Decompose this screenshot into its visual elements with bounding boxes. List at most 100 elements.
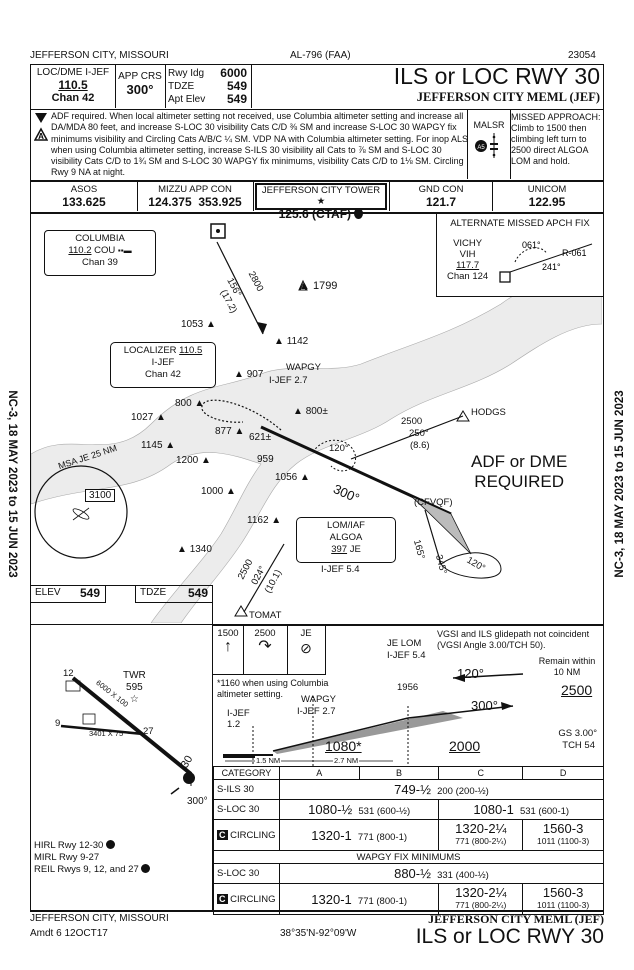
- localizer-feather: [410, 495, 472, 555]
- vgsi-note: VGSI and ILS glidepath not coincident (V…: [437, 629, 590, 650]
- obstacle-1027: 1027 ▲: [131, 412, 166, 423]
- app-crs-box: APP CRS 300°: [115, 65, 166, 108]
- comm-tower: JEFFERSON CITY TOWER ★ 125.6 (CTAF): [255, 183, 387, 221]
- cat-a-header: A: [278, 766, 360, 780]
- obstacle-1340: ▲ 1340: [177, 544, 212, 555]
- profile-alt-2500: 2500: [561, 682, 593, 698]
- loc-label: LOC/DME I-JEF: [36, 67, 110, 78]
- circ2-label: C CIRCLING: [213, 883, 280, 915]
- alt-missed-box: ALTERNATE MISSED APCH FIX VICHY VIH 117.…: [436, 214, 603, 297]
- profile-alt-2000: 2000: [449, 738, 481, 754]
- hodgs-fix: [456, 410, 470, 422]
- loc-box: LOC/DME I-JEF 110.5 Chan 42: [31, 65, 116, 108]
- profile-je: JE: [300, 628, 312, 639]
- comm-asos-freq: 133.625: [62, 195, 106, 209]
- rwy-heading: 300°: [187, 796, 208, 807]
- alternate-minimums-icon: [34, 127, 48, 141]
- profile-box-1500: 1500 ↑: [213, 626, 244, 675]
- notes-strip: A ADF required. When local altimeter set…: [30, 109, 604, 181]
- notes-text: ADF required. When local altimeter setti…: [51, 111, 468, 178]
- profile-crs-120: 120°: [457, 666, 484, 681]
- sloc-ab: 1080-½ 531 (600-½): [278, 799, 440, 820]
- comm-asos-label: ASOS: [70, 184, 98, 195]
- lom-freq: 397: [331, 544, 348, 555]
- runway-diagram: [60, 676, 195, 795]
- lom-ident: JE: [349, 544, 361, 555]
- header-city: JEFFERSON CITY, MISSOURI: [30, 50, 169, 61]
- alt-missed-r3: R-061: [562, 248, 587, 258]
- lighting-hirl: HIRL Rwy 12-30: [34, 840, 104, 851]
- missed-approach-text: Climb to 1500 then climbing left turn to…: [511, 123, 589, 166]
- lighting-mirl: MIRL Rwy 9-27: [34, 852, 100, 863]
- cat-c-header: C: [438, 766, 524, 780]
- profile-wapgy: WAPGY: [301, 694, 337, 705]
- columbia-box: COLUMBIA 110.2 COU ▪▪▬ Chan 39: [44, 230, 156, 276]
- alt-missed-freq: 117.7: [456, 260, 480, 271]
- airport-name: JEFFERSON CITY MEML (JEF): [416, 90, 600, 104]
- localizer-ident: I-JEF: [151, 357, 175, 368]
- sils-values: 749-½ 200 (200-½): [278, 779, 605, 800]
- tomat-feeder: [243, 543, 285, 613]
- footer-title: ILS or LOC RWY 30: [415, 925, 604, 948]
- localizer-box: LOCALIZER 110.5 I-JEF Chan 42: [110, 342, 216, 388]
- hodgs-dist: (8.6): [410, 440, 430, 451]
- circ-label: C CIRCLING: [213, 819, 280, 851]
- localizer-freq: 110.5: [179, 345, 203, 356]
- rwy27-label: 27: [143, 726, 154, 737]
- tomat-label: TOMAT: [249, 610, 282, 621]
- obstacle-800a: 800 ▲: [175, 398, 205, 409]
- elev-box: ELEV 549: [31, 586, 106, 603]
- twr-text: TWR: [123, 670, 146, 681]
- runway-9-27: [60, 724, 144, 736]
- turn-arrow-icon: ↷: [258, 638, 272, 655]
- notes-icons: A: [34, 113, 48, 141]
- obstacle-1142: ▲ 1142: [274, 336, 309, 347]
- sloc-label: S-LOC 30: [213, 799, 280, 820]
- margin-left-date: NC-3, 18 MAY 2023 to 15 JUN 2023: [6, 390, 18, 578]
- margin-right-date: NC-3, 18 MAY 2023 to 15 JUN 2023: [614, 390, 626, 578]
- obstacle-877: 877 ▲: [215, 426, 245, 437]
- rwy9-label: 9: [55, 718, 61, 729]
- localizer-title: LOCALIZER: [123, 345, 177, 356]
- missed-approach-title: MISSED APPROACH:: [511, 112, 601, 122]
- profile-view: 1500 ↑ 2500 ↷ JE ⊘ VGSI and ILS glidepat…: [213, 625, 604, 766]
- malsr-icon: A5: [475, 133, 498, 158]
- obstacle-1145: 1145 ▲: [141, 440, 176, 451]
- columbia-freq: 110.2: [68, 245, 92, 256]
- circling-icon-2: C: [217, 893, 228, 904]
- ad-tdze-value: 549: [187, 586, 208, 600]
- twr-label: TWR 595 ☆: [123, 670, 146, 706]
- sloc2-label: S-LOC 30: [213, 863, 280, 884]
- msa-alt: 3100: [85, 489, 116, 502]
- app-crs-value: 300°: [126, 82, 154, 97]
- footer-rule: [30, 910, 604, 912]
- takeoff-minimums-icon: [35, 113, 47, 123]
- tdze-box: TDZE 549: [135, 586, 213, 603]
- lom-name: ALGOA: [329, 532, 363, 543]
- lom-title: LOM/IAF: [326, 520, 365, 531]
- obstacle-959: 959: [257, 454, 274, 465]
- river: [31, 263, 602, 623]
- comm-approach: MIZZU APP CON 124.375 353.925: [137, 182, 254, 211]
- profile-je-dme: I-JEF 5.4: [387, 650, 426, 661]
- hodgs-alt: 2500: [401, 416, 423, 427]
- columbia-name: COLUMBIA: [75, 233, 125, 244]
- ad-tdze-label: TDZE: [140, 587, 167, 598]
- hold-crs-120: 120°: [329, 443, 349, 454]
- briefing-strip: LOC/DME I-JEF 110.5 Chan 42 APP CRS 300°…: [30, 63, 604, 110]
- alt-missed-ident: VIH: [459, 249, 476, 260]
- twr-icon: ☆: [129, 694, 139, 705]
- comm-unicom-label: UNICOM: [527, 184, 567, 195]
- comm-ground-label: GND CON: [418, 184, 464, 195]
- missed-approach: MISSED APPROACH: Climb to 1500 then clim…: [511, 112, 603, 167]
- rwy-ldg-value: 6000: [220, 66, 247, 80]
- svg-text:A5: A5: [477, 145, 485, 151]
- alt-missed-nav: VICHY VIH 117.7 Chan 124: [447, 238, 488, 282]
- svg-text:A: A: [38, 132, 44, 141]
- comm-approach-freq: 124.375 353.925: [148, 195, 242, 209]
- procedure-id: AL-796 (FAA): [290, 50, 351, 61]
- localizer-chan: Chan 42: [145, 369, 181, 380]
- comm-ground-freq: 121.7: [425, 195, 457, 209]
- obstacle-1000: 1000 ▲: [201, 486, 236, 497]
